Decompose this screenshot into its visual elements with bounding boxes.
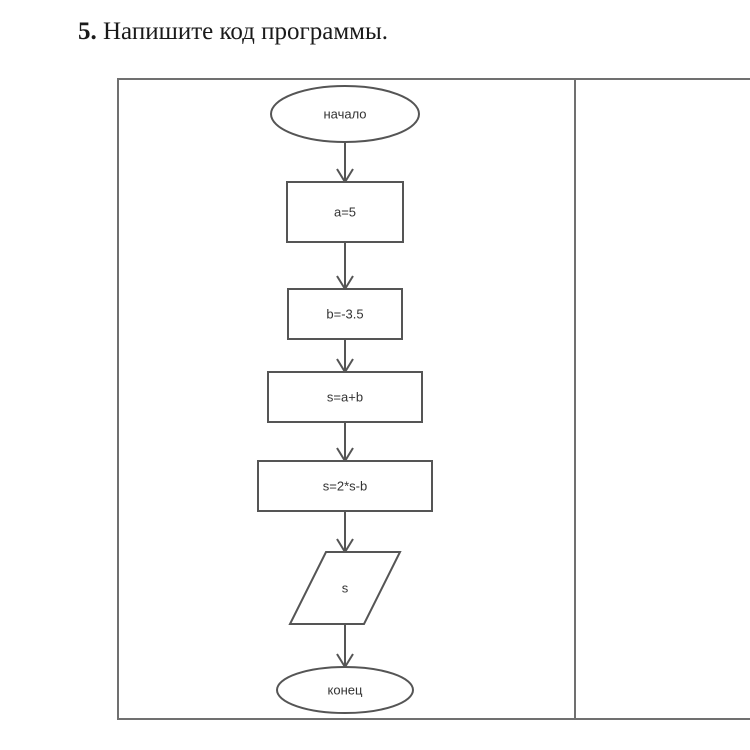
task-text: Напишите код программы.	[96, 18, 389, 45]
node-label: начало	[323, 107, 366, 122]
node-label: a=5	[334, 205, 356, 220]
task-number: 5.	[78, 18, 97, 45]
terminal-shape	[276, 666, 414, 714]
arrow-sum-to-update-s	[336, 422, 354, 463]
table-divider	[574, 78, 576, 720]
node-update-s: s=2*s-b	[257, 460, 433, 512]
process-shape	[286, 181, 404, 243]
table-frame	[117, 78, 750, 720]
arrow-update-s-to-output-s	[336, 511, 354, 554]
arrow-assign-b-to-sum	[336, 339, 354, 374]
node-label: s=a+b	[327, 390, 363, 405]
terminal-shape	[270, 85, 420, 143]
task-title: 5. Напишите код программы.	[78, 18, 388, 46]
flowchart-nodes: начало a=5 b=-3.5 s=a+b s=2*s-b s конец	[257, 85, 433, 714]
arrow-start-to-assign-a	[336, 142, 354, 184]
process-shape	[267, 371, 423, 423]
arrow-assign-a-to-assign-b	[336, 242, 354, 291]
node-label: конец	[328, 683, 363, 698]
node-start: начало	[270, 85, 420, 143]
node-output-s: s	[288, 551, 402, 625]
node-label: b=-3.5	[326, 307, 363, 322]
node-label: s=2*s-b	[323, 479, 367, 494]
node-assign-a: a=5	[286, 181, 404, 243]
io-shape	[288, 551, 402, 625]
process-shape	[257, 460, 433, 512]
node-label: s	[342, 581, 349, 596]
node-assign-b: b=-3.5	[287, 288, 403, 340]
arrow-output-s-to-end	[336, 624, 354, 669]
node-end: конец	[276, 666, 414, 714]
process-shape	[287, 288, 403, 340]
node-sum: s=a+b	[267, 371, 423, 423]
